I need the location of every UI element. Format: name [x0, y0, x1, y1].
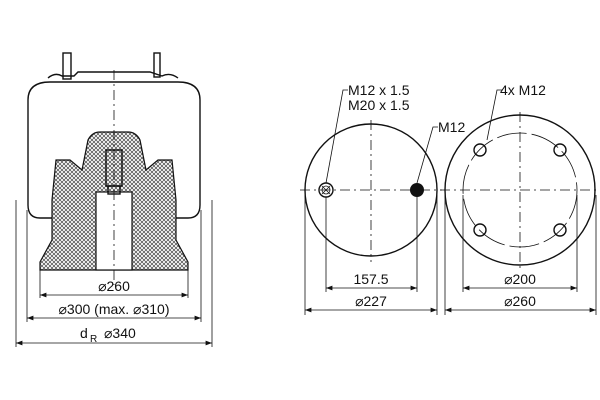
side-view: ⌀260 ⌀300 (max. ⌀310) d R ⌀340: [15, 52, 213, 347]
label-holes: 4x M12: [500, 82, 546, 98]
dim-stud-spacing: 157.5: [353, 271, 388, 287]
stud-dot: [410, 183, 424, 197]
mounting-studs: [62, 52, 161, 80]
label-stud: M12: [438, 119, 465, 135]
dim-piston: ⌀260: [98, 278, 130, 294]
label-air-inlet-2: M20 x 1.5: [348, 97, 410, 113]
bellow: [27, 81, 201, 219]
dim-roll-sub: R: [90, 334, 97, 345]
label-air-inlet-1: M12 x 1.5: [348, 82, 410, 98]
bolt-hole-icon: [553, 223, 567, 237]
dim-roll: ⌀340: [104, 325, 136, 341]
top-plate: [47, 71, 179, 79]
dim-bellow: ⌀300 (max. ⌀310): [58, 301, 169, 317]
bottom-view: 4x M12 ⌀200 ⌀260: [440, 82, 600, 315]
bolt-hole-icon: [553, 143, 567, 157]
dim-roll-label: d: [80, 325, 88, 341]
dim-bolt-circle: ⌀200: [504, 271, 536, 287]
bolt-hole-icon: [473, 143, 487, 157]
bolt-hole-icon: [473, 223, 487, 237]
top-view: M12 x 1.5 M20 x 1.5 M12 157.5 ⌀227: [300, 82, 465, 315]
dim-base: ⌀260: [504, 293, 536, 309]
dim-plate: ⌀227: [355, 293, 387, 309]
